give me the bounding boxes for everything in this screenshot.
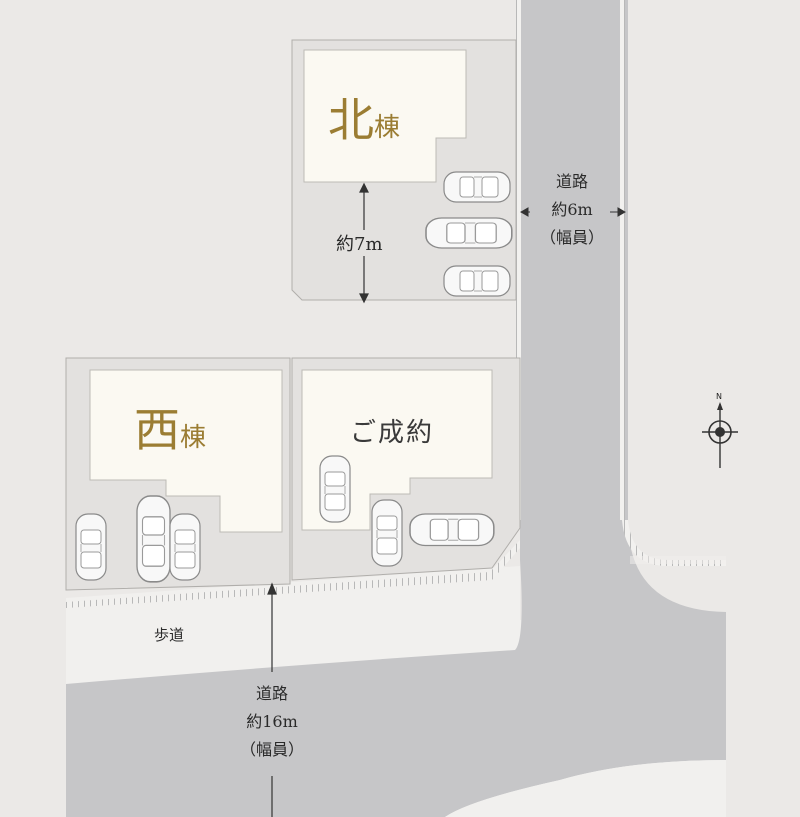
east-road-width-arrows bbox=[519, 207, 627, 217]
car-west-1 bbox=[75, 513, 107, 581]
curb-east-left bbox=[516, 0, 521, 520]
east-road-label-title: 道路 bbox=[555, 172, 588, 191]
car-north-3 bbox=[443, 265, 511, 297]
north-building-label-main: 北 bbox=[328, 93, 374, 147]
south-road-label-width: 約16m bbox=[246, 712, 298, 731]
right-sidewalk-strip bbox=[630, 556, 726, 564]
car-reserved-2 bbox=[371, 499, 403, 567]
sidewalk-label: 歩道 bbox=[154, 626, 185, 644]
north-compass-icon bbox=[702, 402, 738, 468]
south-road-width-arrow bbox=[267, 582, 277, 817]
east-road bbox=[66, 0, 726, 817]
north-building-label-suffix: 棟 bbox=[374, 113, 401, 143]
curb-south bbox=[66, 540, 520, 608]
car-west-2 bbox=[136, 495, 171, 583]
car-reserved-3 bbox=[409, 513, 495, 547]
south-road-label-note: （幅員） bbox=[239, 740, 304, 759]
car-reserved-1 bbox=[319, 455, 351, 523]
curb-east-right bbox=[620, 0, 625, 520]
south-road-lower-edge bbox=[445, 760, 726, 817]
east-road-label-note: （幅員） bbox=[539, 228, 604, 247]
reserved-lot-label: ご成約 bbox=[350, 418, 435, 448]
lot-depth-label: 約7m bbox=[336, 230, 383, 256]
west-building-label: 西棟 bbox=[134, 394, 206, 460]
north-building bbox=[303, 49, 467, 183]
car-north-2 bbox=[425, 217, 513, 249]
north-building-label: 北棟 bbox=[328, 84, 400, 150]
east-road-label-width: 約6m bbox=[551, 200, 593, 219]
car-west-3 bbox=[169, 513, 201, 581]
west-building-label-suffix: 棟 bbox=[180, 423, 207, 453]
south-road-label: 道路 約16m （幅員） bbox=[226, 680, 318, 764]
south-road-label-title: 道路 bbox=[255, 684, 288, 703]
west-building-label-main: 西 bbox=[134, 403, 180, 457]
west-building bbox=[89, 369, 283, 533]
east-road-label: 道路 約6m （幅員） bbox=[530, 168, 614, 252]
compass-north-label: N bbox=[716, 392, 722, 401]
car-north-1 bbox=[443, 171, 511, 203]
